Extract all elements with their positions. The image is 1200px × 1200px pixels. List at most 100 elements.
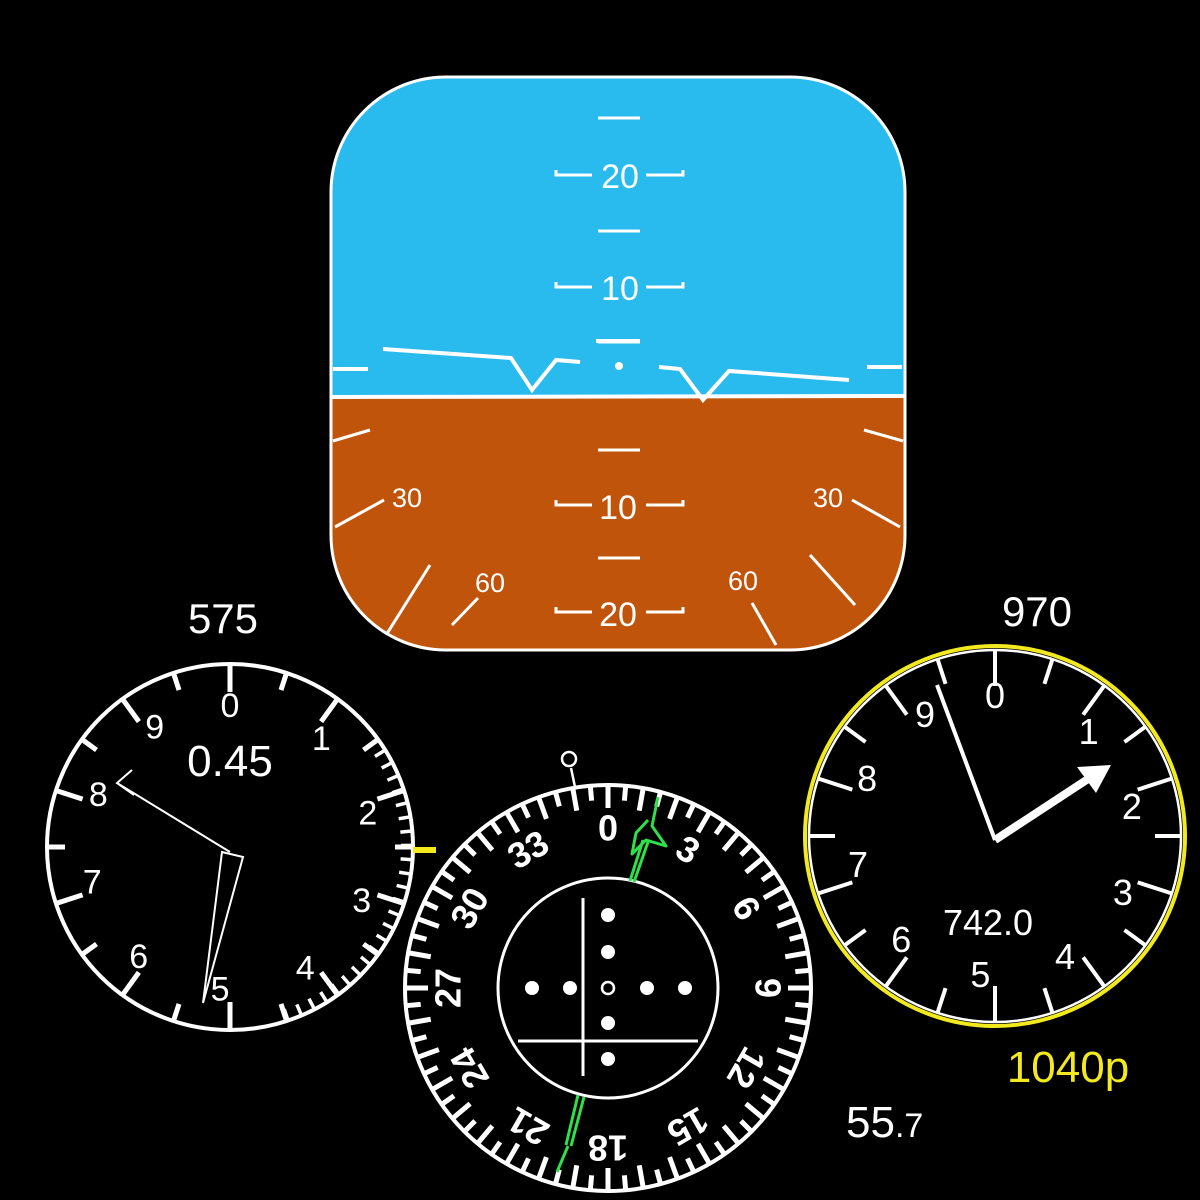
scale-tick (843, 725, 867, 744)
scale-tick (120, 697, 141, 724)
bank-label: 30 (392, 483, 422, 513)
dot (601, 908, 615, 922)
bank-label: 60 (475, 568, 505, 598)
extra-value-main: 55 (846, 1098, 895, 1147)
scale-tick (762, 1075, 786, 1092)
scale-tick (1081, 956, 1106, 988)
scale-tick (392, 896, 406, 904)
scale-tick (319, 991, 329, 1004)
left-gauge-top-value: 575 (188, 595, 258, 642)
extra-value: 55.7 (846, 1098, 923, 1147)
scale-tick (739, 1119, 754, 1134)
right-gauge-scale-label: 3 (1113, 872, 1133, 913)
scale-tick (553, 1168, 562, 1185)
scale-tick (400, 857, 413, 862)
pitch-bracket-left (554, 170, 592, 177)
scale-tick (489, 1140, 503, 1156)
bank-tick (750, 602, 778, 646)
scale-tick (416, 916, 440, 929)
pitch-bracket-right (646, 500, 685, 507)
heading-label: 0 (598, 808, 618, 849)
scale-tick (713, 1140, 727, 1156)
scale-tick (795, 967, 811, 975)
bank-tick (334, 498, 385, 529)
left-gauge-scale-label: 1 (312, 720, 331, 758)
right-gauge-scale-label: 5 (970, 954, 990, 995)
dot (525, 981, 539, 995)
scale-tick (430, 1075, 454, 1092)
scale-tick (935, 987, 948, 1014)
scale-tick (587, 1175, 595, 1191)
left-gauge-scale-label: 0 (221, 687, 240, 725)
attitude-indicator: 30 30 60 60 20 10 10 20 (331, 77, 905, 650)
bank-marks (332, 428, 904, 646)
scale-tick (776, 916, 800, 929)
center-dot (600, 980, 616, 996)
heading-label: 6 (724, 889, 770, 927)
scale-tick (935, 658, 948, 685)
scale-tick (374, 748, 387, 758)
dot (678, 981, 692, 995)
scale-tick (278, 672, 289, 691)
scale-tick (319, 697, 340, 724)
scale-tick (1137, 880, 1173, 896)
right-gauge-scale-label: 9 (915, 694, 935, 735)
scale-tick (450, 1101, 472, 1121)
bank-tick (450, 596, 480, 627)
scale-tick (368, 944, 380, 955)
scale-tick (685, 1157, 697, 1174)
heading-label: 3 (669, 827, 707, 873)
scale-tick (739, 842, 754, 857)
left-gauge-long-hand-icon (115, 769, 231, 853)
scale-tick (788, 933, 805, 942)
scale-tick (362, 737, 380, 753)
scale-tick (504, 810, 521, 834)
scale-tick (359, 955, 372, 966)
heading-label: 15 (660, 1099, 715, 1155)
scale-tick (440, 869, 456, 883)
right-gauge-scale-label: 4 (1055, 936, 1075, 977)
scale-tick (375, 933, 388, 943)
heading-label: 21 (500, 1099, 555, 1155)
compass-inner-ring (496, 876, 720, 1100)
scale-tick (307, 997, 317, 1011)
scale-tick (795, 1001, 811, 1009)
scale-tick (120, 970, 141, 997)
pitch-label-down-20: 20 (599, 596, 637, 634)
dot (640, 981, 654, 995)
scale-tick (475, 830, 495, 852)
bank-label: 60 (728, 566, 758, 596)
left-gauge-scale-label: 9 (145, 709, 164, 747)
scale-tick (330, 983, 341, 996)
bank-label: 30 (813, 483, 843, 513)
left-gauge-scale-label: 7 (83, 863, 102, 901)
ground (331, 397, 905, 650)
scale-tick (387, 909, 401, 918)
scale-tick (386, 773, 400, 782)
scale-tick (784, 1016, 809, 1026)
scale-tick (654, 1168, 663, 1185)
pitch-label-up-10: 10 (601, 270, 639, 308)
right-gauge-bottom-value: 1040p (1007, 1043, 1129, 1092)
scale-tick (396, 883, 409, 890)
left-gauge-scale-label: 3 (352, 882, 371, 920)
scale-tick (685, 802, 697, 819)
scale-tick (788, 1034, 805, 1043)
scale-tick (489, 820, 503, 836)
right-gauge-scale-label: 8 (857, 758, 877, 799)
scale-tick (475, 1124, 495, 1146)
bank-tick (851, 498, 901, 529)
scale-tick (884, 956, 909, 988)
sky (331, 77, 905, 398)
right-gauge-scale-label: 6 (891, 919, 911, 960)
scale-tick (760, 869, 776, 883)
bank-tick (381, 564, 432, 641)
scale-tick (776, 1047, 800, 1060)
right-gauge-readout: 742.0 (943, 902, 1033, 943)
scale-tick (440, 1093, 456, 1107)
pitch-label-down-10: 10 (599, 489, 637, 527)
left-gauge-scale-label: 2 (358, 795, 377, 833)
